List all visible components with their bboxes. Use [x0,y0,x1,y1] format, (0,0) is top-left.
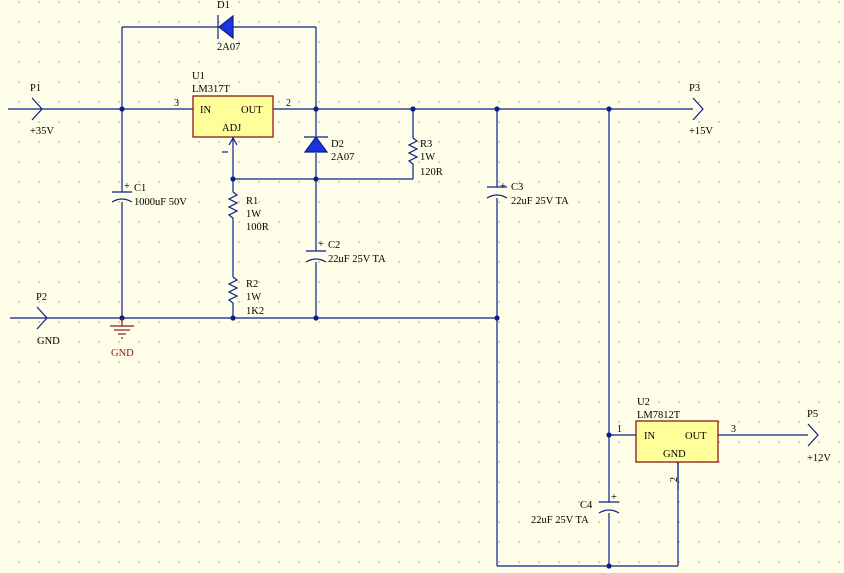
c1-designator: C1 [134,183,146,194]
port-p1-designator: P1 [30,83,41,94]
u1-pin-in-label: IN [200,105,211,116]
junction-dot [230,315,236,321]
ground-symbol[interactable]: GND [110,318,134,359]
u2-pin-in-label: IN [644,431,655,442]
d1-diode[interactable]: D1 2A07 [206,0,240,53]
c4-curved-plate [598,509,620,514]
c4-designator: C4 [580,500,593,511]
port-arrow-icon [692,97,704,121]
r1-value: 100R [246,222,269,233]
d2-designator: D2 [331,139,344,150]
wires [8,26,808,567]
u2-pin-gnd-label: GND [663,449,686,460]
c4-value: 22uF 25V TA [531,515,589,526]
u2-pin-in-number: 1 [617,424,622,435]
u1-pin-adj-label: ADJ [222,123,241,134]
u2-pin-out-label: OUT [685,431,707,442]
u1-pin-out-number: 2 [286,98,291,109]
d1-value: 2A07 [217,42,240,53]
c3-designator: C3 [511,182,523,193]
c2-designator: C2 [328,240,340,251]
c1-plus-icon: + [124,181,130,192]
d2-diode-icon [303,135,329,153]
r2-value: 1K2 [246,306,264,317]
c1-value: 1000uF 50V [134,197,187,208]
port-p3-designator: P3 [689,83,700,94]
c3-plus-icon: + [500,181,506,192]
port-arrow-icon [31,97,43,121]
u1-part: LM317T [192,84,231,95]
junction-dot [494,106,500,112]
r2-resistor[interactable]: R2 1W 1K2 [227,276,264,317]
junction-dot [313,106,319,112]
c3-value: 22uF 25V TA [511,196,569,207]
c2-value: 22uF 25V TA [328,254,386,265]
c2-plus-icon: + [318,239,324,250]
r2-zigzag-icon [227,276,239,305]
r2-power: 1W [246,292,261,303]
u1-body [192,95,274,138]
d2-diode[interactable]: D2 2A07 [303,135,354,163]
u1-pin-out-label: OUT [241,105,263,116]
c1-curved-plate [111,198,133,203]
u2-pin-out-number: 3 [731,424,736,435]
r3-value: 120R [420,167,443,178]
c3-capacitor[interactable]: + C3 22uF 25V TA [486,181,569,207]
u2-designator: U2 [637,397,650,408]
r1-resistor[interactable]: R1 1W 100R [227,191,269,233]
r3-power: 1W [420,152,435,163]
r1-zigzag-icon [227,191,239,220]
d1-designator: D1 [217,0,230,11]
u2-body [635,420,719,463]
port-arrow-icon [807,423,819,447]
junction-dot [119,106,125,112]
u1-regulator[interactable]: U1 LM317T IN OUT ADJ 3 2 [166,71,296,153]
port-p5[interactable]: P5 +12V [807,409,831,464]
r1-power: 1W [246,209,261,220]
u1-adj-arrow-icon [228,136,238,146]
ground-label: GND [111,348,134,359]
port-p2-net: GND [37,336,60,347]
port-p5-net: +12V [807,453,831,464]
d2-value: 2A07 [331,152,354,163]
c2-curved-plate [305,258,327,263]
port-p1-net: +35V [30,126,54,137]
port-arrow-icon [36,306,48,330]
port-p1[interactable]: P1 +35V [30,83,54,137]
junctions [119,106,612,569]
u2-pin-gnd-number: 2 [669,477,680,482]
c4-plus-icon: + [611,492,617,503]
u1-designator: U1 [192,71,205,82]
port-p3-net: +15V [689,126,713,137]
junction-dot [313,315,319,321]
r3-zigzag-icon [407,137,419,166]
r2-designator: R2 [246,279,258,290]
c1-capacitor[interactable]: + C1 1000uF 50V [111,181,187,208]
port-p3[interactable]: P3 +15V [689,83,713,137]
d1-diode-icon [218,14,234,40]
junction-dot [410,106,416,112]
u1-pin-in-number: 3 [174,98,179,109]
c4-capacitor[interactable]: + C4 22uF 25V TA [531,492,620,526]
r3-resistor[interactable]: R3 1W 120R [407,137,443,178]
port-p5-designator: P5 [807,409,818,420]
r3-designator: R3 [420,139,432,150]
junction-dot [494,315,500,321]
c2-capacitor[interactable]: + C2 22uF 25V TA [305,239,386,265]
u2-regulator[interactable]: U2 LM7812T IN OUT GND 1 3 2 [617,397,736,490]
junction-dot [606,563,612,569]
port-p2[interactable]: P2 GND [36,292,60,347]
junction-dot [606,432,612,438]
junction-dot [606,106,612,112]
junction-dot [313,176,319,182]
c3-curved-plate [486,194,508,199]
port-p2-designator: P2 [36,292,47,303]
junction-dot [230,176,236,182]
r1-designator: R1 [246,196,258,207]
u2-part: LM7812T [637,410,681,421]
